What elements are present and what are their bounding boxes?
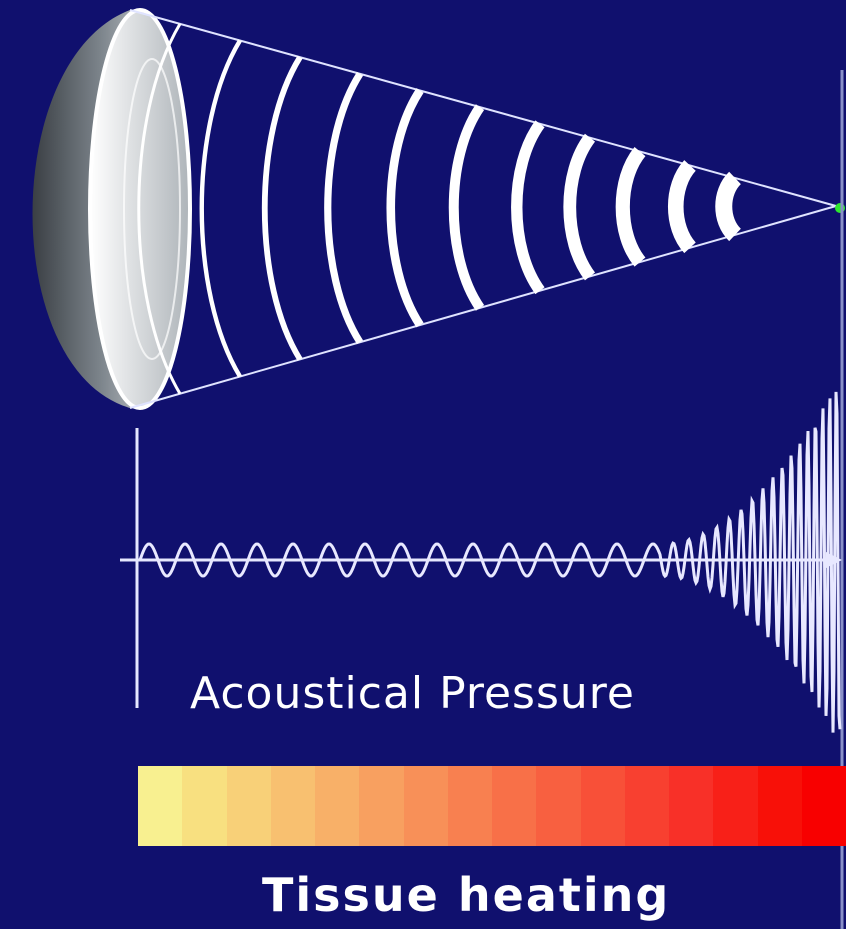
- heat-segment: [713, 766, 758, 846]
- heat-segment: [270, 766, 315, 846]
- transducer-dish: [32, 8, 192, 410]
- wavefront-arc: [137, 23, 182, 395]
- heat-segment: [182, 766, 227, 846]
- wavefront-arc: [715, 171, 742, 242]
- heat-segment: [669, 766, 714, 846]
- heat-segment: [447, 766, 492, 846]
- heat-segment: [757, 766, 802, 846]
- heat-segment: [138, 766, 183, 846]
- wavefront-arc: [615, 147, 646, 267]
- heat-segment: [403, 766, 448, 846]
- wavefront-arc: [386, 88, 424, 328]
- pressure-waveform: [138, 391, 842, 733]
- heat-segment: [492, 766, 537, 846]
- heat-segment: [580, 766, 625, 846]
- wavefront-arc: [199, 39, 242, 378]
- heat-segment: [359, 766, 404, 846]
- heat-segment: [624, 766, 669, 846]
- heat-segment: [801, 766, 846, 846]
- wavefront-arc: [448, 104, 485, 311]
- wavefront-arc: [261, 55, 303, 361]
- wavefront-arc: [511, 120, 545, 295]
- heat-segment: [536, 766, 581, 846]
- beam-cone: [129, 9, 837, 409]
- wavefront-arc: [324, 71, 364, 345]
- heat-segment: [226, 766, 271, 846]
- wavefronts: [137, 23, 742, 395]
- wavefront-arc: [563, 133, 596, 281]
- tissue-heating-gradient-bar: [138, 766, 846, 846]
- tissue-heating-label: Tissue heating: [262, 868, 671, 922]
- wavefront-arc: [667, 160, 697, 254]
- heat-segment: [315, 766, 360, 846]
- acoustical-pressure-label: Acoustical Pressure: [190, 668, 635, 719]
